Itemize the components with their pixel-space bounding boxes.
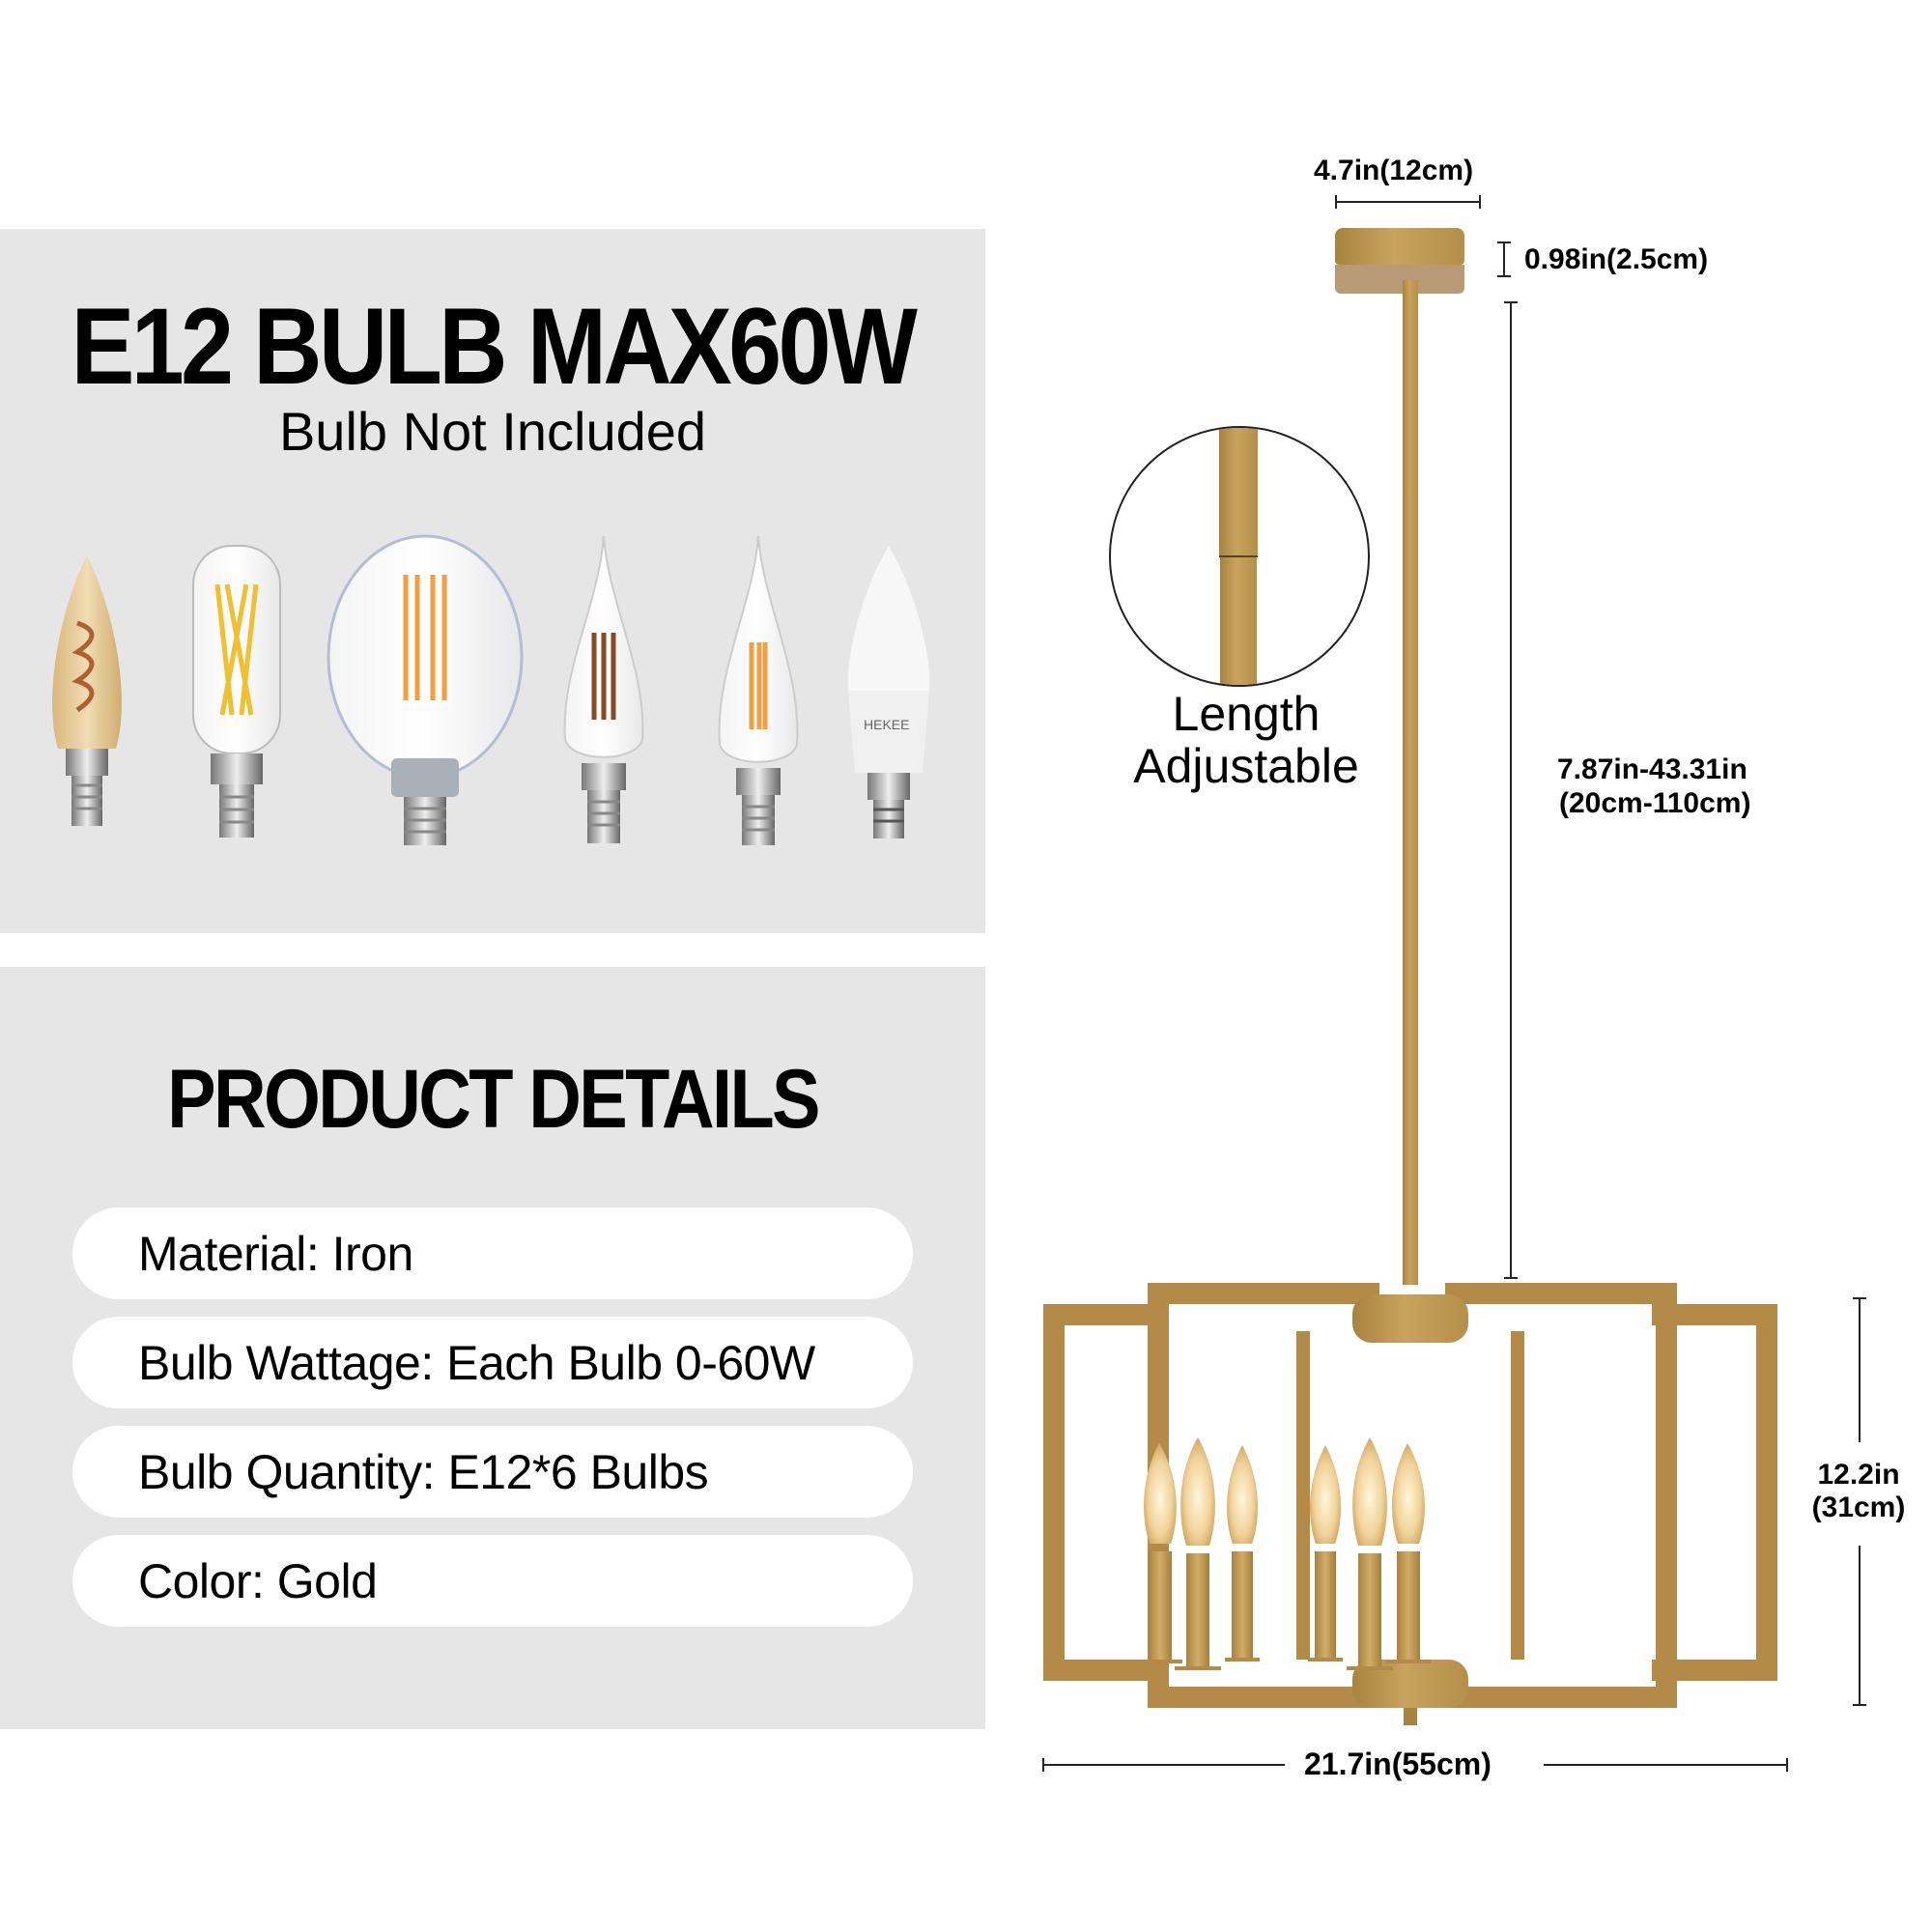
bottom-finial <box>1404 1708 1417 1725</box>
bulb-led-frosted-icon: HEKEE <box>847 546 930 838</box>
candle-5 <box>1347 1437 1393 1670</box>
ceiling-canopy <box>1335 228 1464 265</box>
body-height-line2: (31cm) <box>1811 1492 1906 1523</box>
dim-tick <box>1853 1704 1866 1706</box>
dim-tick <box>1042 1758 1044 1772</box>
bulb-globe-icon <box>327 534 524 845</box>
body-height-line-top <box>1859 1297 1861 1442</box>
bulb-info-panel: E12 BULB MAX60W Bulb Not Included <box>0 229 985 933</box>
canopy-height-label: 0.98in(2.5cm) <box>1524 243 1709 275</box>
candle-1 <box>1138 1443 1182 1663</box>
dim-tick <box>1504 301 1518 303</box>
body-height-line1: 12.2in <box>1817 1459 1900 1491</box>
body-height-label: 12.2in (31cm) <box>1804 1459 1913 1524</box>
body-width-label: 21.7in(55cm) <box>1304 1747 1492 1781</box>
body-height-line-bottom <box>1859 1546 1861 1705</box>
detail-label: Bulb Wattage: Each Bulb 0-60W <box>138 1335 815 1390</box>
body-width-line-right <box>1544 1764 1787 1766</box>
inset-rod-joint <box>1219 555 1258 557</box>
bulb-flame-tip-2-icon <box>718 535 799 845</box>
top-hub <box>1352 1294 1468 1343</box>
inset-rod-upper <box>1219 428 1258 555</box>
dim-tick <box>1479 195 1481 209</box>
rod-length-label-line1: 7.87in-43.31in <box>1557 753 1747 785</box>
chandelier-body <box>1034 1273 1787 1737</box>
bulb-amber-spiral-icon <box>52 555 122 826</box>
downrod <box>1403 280 1418 1285</box>
inset-rod-lower <box>1220 557 1257 685</box>
frame-right-outer <box>1652 1304 1777 1681</box>
detail-bulb-wattage: Bulb Wattage: Each Bulb 0-60W <box>72 1317 913 1408</box>
candle-3 <box>1225 1445 1260 1662</box>
inset-caption-line2: Adjustable <box>1133 739 1359 793</box>
details-heading: PRODUCT DETAILS <box>167 1053 820 1146</box>
bulb-subtitle: Bulb Not Included <box>278 401 707 462</box>
dim-tick <box>1497 275 1511 277</box>
bulb-types-row: HEKEE <box>39 526 947 855</box>
bulb-title: E12 BULB MAX60W <box>71 286 918 407</box>
dim-tick <box>1497 242 1511 243</box>
bulb-flame-tip-1-icon <box>563 535 644 843</box>
detail-color: Color: Gold <box>72 1535 913 1627</box>
dim-tick <box>1853 1297 1866 1299</box>
dim-tick <box>1335 195 1337 209</box>
svg-text:HEKEE: HEKEE <box>864 717 909 732</box>
frame-inner-left <box>1296 1331 1310 1660</box>
rod-length-line <box>1510 301 1512 1279</box>
canopy-width-line <box>1336 201 1481 203</box>
canopy-base <box>1335 265 1464 294</box>
dim-tick <box>1504 1277 1518 1279</box>
frame-right-front <box>1445 1283 1677 1708</box>
candle-4 <box>1308 1445 1343 1662</box>
canopy-width-label: 4.7in(12cm) <box>1314 155 1474 186</box>
detail-label: Color: Gold <box>138 1553 378 1608</box>
body-width-line-left <box>1043 1764 1285 1766</box>
detail-bulb-quantity: Bulb Quantity: E12*6 Bulbs <box>72 1426 913 1518</box>
candle-2 <box>1175 1437 1221 1670</box>
inset-caption: Length Adjustable <box>1101 688 1391 792</box>
frame-left-outer <box>1043 1304 1169 1681</box>
dim-tick <box>1786 1758 1788 1772</box>
inset-caption-line1: Length <box>1172 687 1321 741</box>
bulb-tubular-icon <box>192 545 281 838</box>
length-adjustable-inset <box>1109 426 1370 687</box>
detail-label: Material: Iron <box>138 1226 413 1281</box>
candle-6 <box>1386 1443 1431 1663</box>
detail-label: Bulb Quantity: E12*6 Bulbs <box>138 1444 709 1499</box>
frame-inner-right <box>1511 1331 1524 1660</box>
detail-material: Material: Iron <box>72 1208 913 1299</box>
rod-length-label-line2: (20cm-110cm) <box>1559 787 1751 819</box>
canopy-height-line <box>1503 242 1505 276</box>
